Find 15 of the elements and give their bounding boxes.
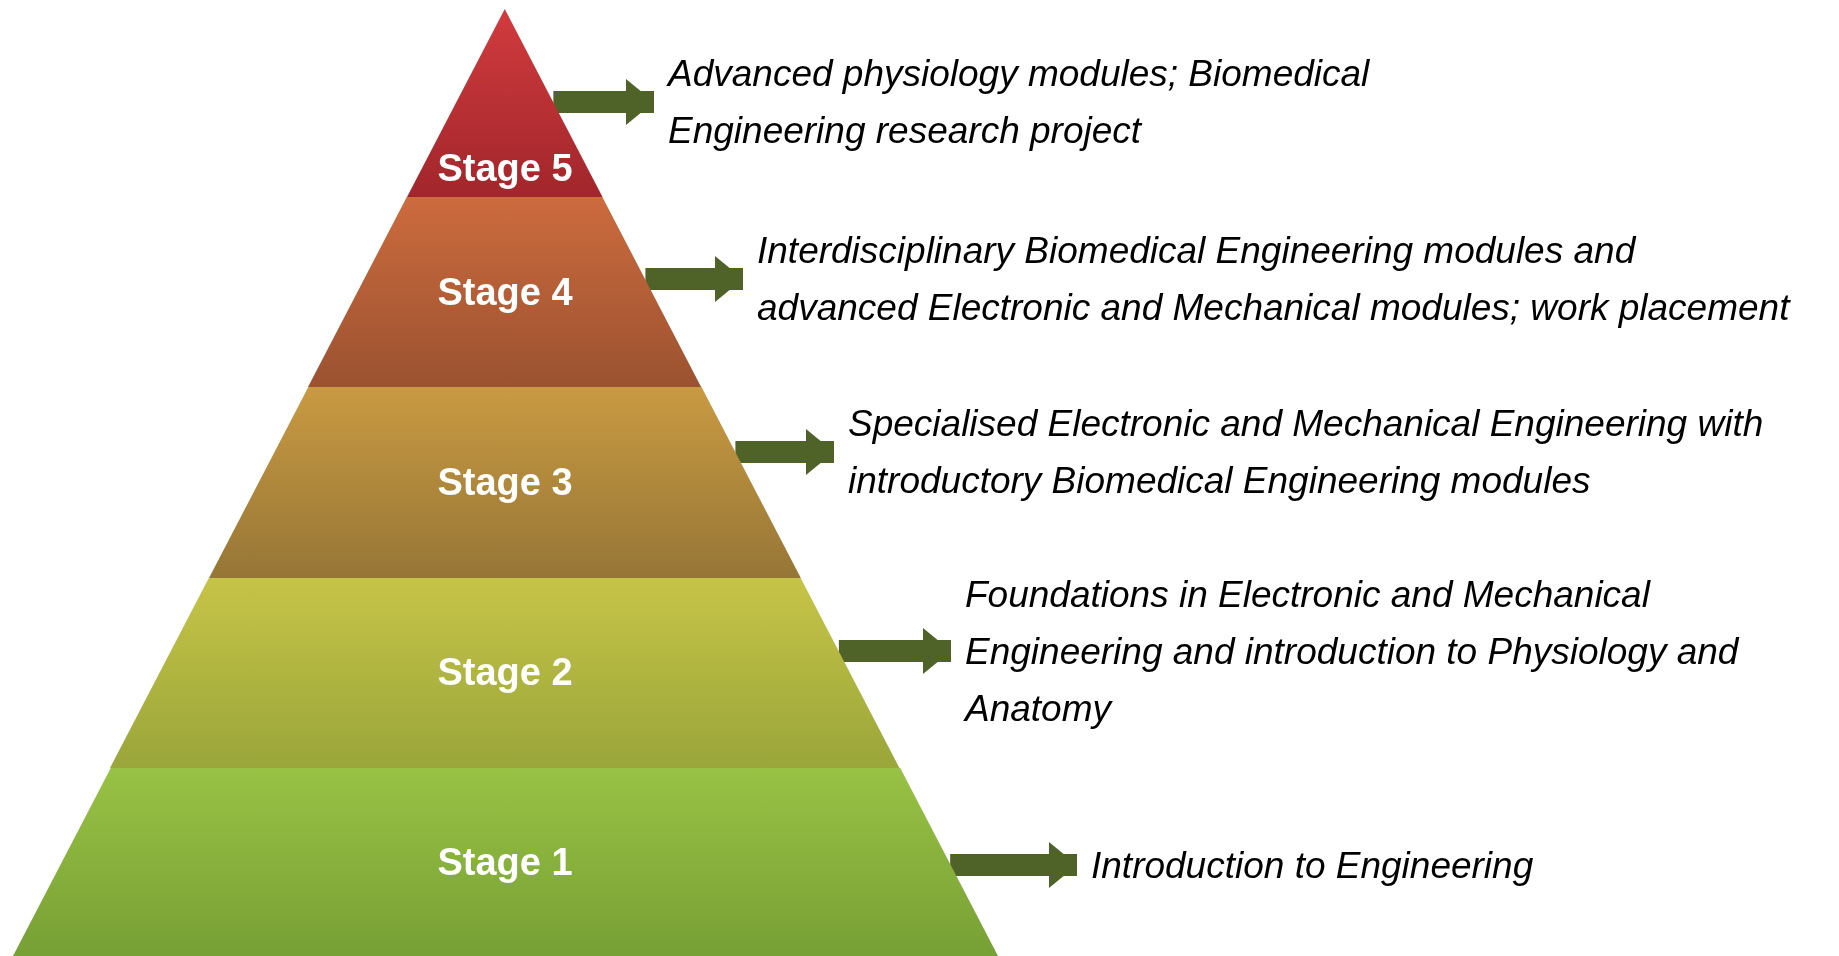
description-text: Advanced physiology modules; Biomedical Engineering research project: [668, 45, 1468, 159]
description-text: Specialised Electronic and Mechanical Engineering with introductory Biomedical Engineering modules: [848, 395, 1838, 509]
tier-label: Stage 5: [437, 146, 573, 190]
arrow: [553, 79, 654, 125]
description-text: Interdisciplinary Biomedical Engineering modules and advanced Electronic and Mechanical modules; work placement: [757, 222, 1797, 336]
arrow: [950, 842, 1077, 888]
tier-label: Stage 3: [437, 460, 573, 504]
tier-label: Stage 4: [437, 270, 573, 314]
arrow: [735, 429, 834, 475]
arrow: [838, 628, 951, 674]
tier-label: Stage 1: [437, 840, 573, 884]
description-text: Introduction to Engineering: [1091, 836, 1731, 894]
description-text: Foundations in Electronic and Mechanical Engineering and introduction to Physiology and Anatomy: [965, 565, 1785, 737]
tier-label: Stage 2: [437, 650, 573, 694]
arrow: [645, 256, 743, 302]
